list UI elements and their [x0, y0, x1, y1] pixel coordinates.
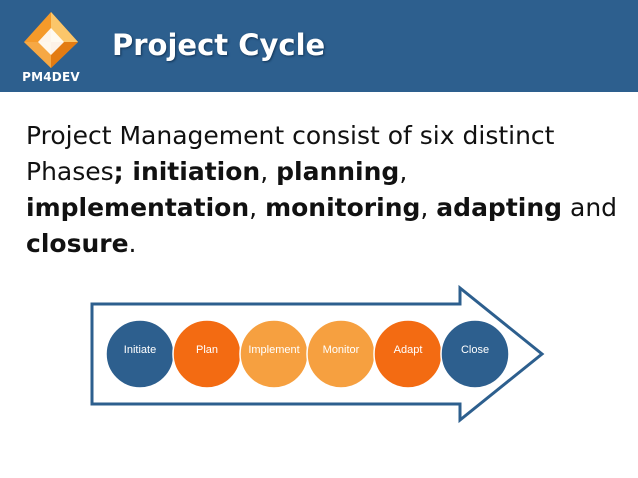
phase-keyword: ; initiation — [113, 157, 261, 186]
phase-label-implement: Implement — [248, 344, 300, 356]
body-text-segment: , — [260, 157, 277, 186]
phase-label-initiate: Initiate — [123, 344, 157, 356]
phase-label-close: Close — [460, 344, 490, 356]
logo-text: PM4DEV — [22, 70, 80, 84]
pm4dev-logo: PM4DEV — [12, 8, 90, 88]
phase-keyword: monitoring — [265, 193, 421, 222]
phase-label-adapt: Adapt — [393, 344, 423, 356]
phase-keyword: planning — [276, 157, 400, 186]
phase-label-plan: Plan — [195, 344, 219, 356]
header-bar: PM4DEV Project Cycle — [0, 0, 638, 92]
body-text-segment: , — [420, 193, 437, 222]
page-title: Project Cycle — [112, 28, 326, 62]
body-paragraph: Project Management consist of six distin… — [26, 118, 626, 262]
logo-diamond-icon — [24, 12, 78, 68]
phase-keyword: closure — [26, 229, 129, 258]
phase-keyword: implementation — [26, 193, 250, 222]
body-text-segment: , — [249, 193, 266, 222]
phase-keyword: adapting — [436, 193, 563, 222]
body-text-segment: . — [128, 229, 137, 258]
project-cycle-diagram — [90, 284, 545, 424]
phase-label-monitor: Monitor — [322, 344, 360, 356]
body-text-segment: Project Management consist of six distin… — [26, 121, 555, 186]
body-text-segment: and — [562, 193, 618, 222]
phase-circle-close — [440, 319, 510, 389]
body-text-segment: , — [399, 157, 408, 186]
